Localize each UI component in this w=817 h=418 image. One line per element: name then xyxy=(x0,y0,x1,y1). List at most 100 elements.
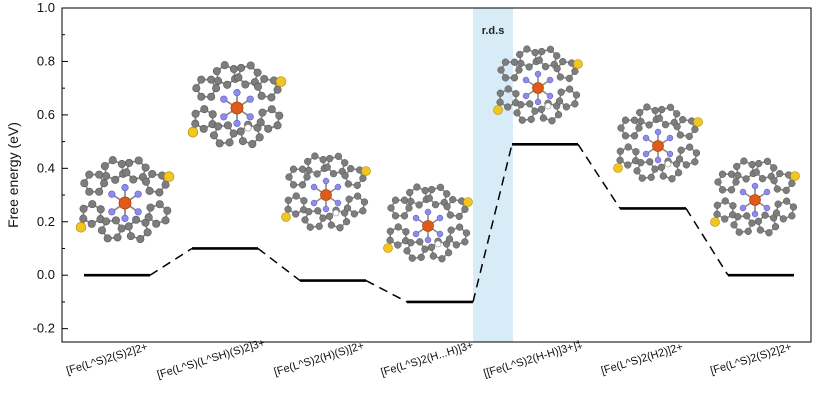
carbon-atom xyxy=(155,200,164,209)
carbon-atom xyxy=(124,222,133,231)
molecule-image xyxy=(710,157,800,237)
nitrogen-atom xyxy=(134,190,142,198)
carbon-atom xyxy=(407,197,415,206)
carbon-atom xyxy=(527,115,535,123)
carbon-atom xyxy=(267,93,276,102)
carbon-atom xyxy=(386,227,394,235)
carbon-atom xyxy=(771,223,780,231)
nitrogen-atom xyxy=(424,236,432,244)
carbon-atom xyxy=(658,105,666,114)
y-tick-label: 0.6 xyxy=(37,107,55,122)
carbon-atom xyxy=(734,213,742,221)
carbon-atom xyxy=(496,89,504,97)
plot-frame xyxy=(61,7,812,343)
carbon-atom xyxy=(209,131,218,140)
carbon-atom xyxy=(85,187,94,196)
carbon-atom xyxy=(512,90,520,98)
carbon-atom xyxy=(143,228,152,237)
y-tick-label: 0.8 xyxy=(37,53,55,68)
nitrogen-atom xyxy=(134,208,142,216)
carbon-atom xyxy=(661,121,670,129)
carbon-atom xyxy=(79,204,88,213)
iron-atom xyxy=(320,189,332,201)
carbon-atom xyxy=(161,180,170,189)
nitrogen-atom xyxy=(642,134,650,142)
nitrogen-atom xyxy=(534,70,542,78)
carbon-atom xyxy=(537,105,546,113)
carbon-atom xyxy=(142,177,151,186)
iron-atom xyxy=(652,140,664,152)
sulfur-atom xyxy=(790,171,800,181)
carbon-atom xyxy=(359,174,367,183)
carbon-atom xyxy=(516,50,524,59)
carbon-atom xyxy=(146,203,155,212)
carbon-atom xyxy=(117,224,126,233)
sulfur-atom xyxy=(281,212,291,222)
carbon-atom xyxy=(734,171,742,180)
carbon-atom xyxy=(234,73,243,82)
carbon-atom xyxy=(415,201,423,209)
carbon-atom xyxy=(462,229,471,237)
nitrogen-atom xyxy=(246,95,254,103)
carbon-atom xyxy=(416,238,424,246)
molecular-structure-images xyxy=(75,45,800,263)
carbon-atom xyxy=(100,162,109,171)
carbon-atom xyxy=(443,202,451,211)
nitrogen-atom xyxy=(642,150,650,158)
rds-label: r.d.s xyxy=(482,25,505,37)
carbon-atom xyxy=(624,143,632,151)
nitrogen-atom xyxy=(412,214,420,222)
sulfur-atom xyxy=(163,171,175,182)
sulfur-atom xyxy=(710,217,720,227)
carbon-atom xyxy=(289,165,298,173)
category-label-group: [Fe(L^S)2(S)2]2+ xyxy=(65,341,149,377)
nitrogen-atom xyxy=(522,76,530,84)
molecule-image xyxy=(493,45,583,125)
carbon-atom xyxy=(145,186,154,195)
carbon-atom xyxy=(132,215,141,224)
carbon-atom xyxy=(659,172,668,180)
carbon-atom xyxy=(455,223,464,231)
nitrogen-atom xyxy=(522,92,530,100)
carbon-atom xyxy=(727,170,736,178)
carbon-atom xyxy=(253,68,262,77)
carbon-atom xyxy=(535,56,543,64)
carbon-atom xyxy=(334,152,343,160)
carbon-atom xyxy=(144,213,153,222)
carbon-atom xyxy=(359,207,367,215)
carbon-atom xyxy=(315,222,323,230)
carbon-atom xyxy=(229,129,238,138)
y-tick-label: 0.2 xyxy=(37,214,55,229)
carbon-atom xyxy=(220,61,229,70)
carbon-atom xyxy=(197,75,206,84)
nitrogen-atom xyxy=(310,183,318,191)
molecule-image xyxy=(613,103,703,183)
sulfur-atom xyxy=(493,105,503,115)
carbon-atom xyxy=(292,210,300,218)
carbon-atom xyxy=(531,48,539,57)
connector-line xyxy=(365,279,408,303)
carbon-atom xyxy=(341,159,349,167)
carbon-atom xyxy=(79,214,88,223)
carbon-atom xyxy=(788,212,796,220)
carbon-atom xyxy=(425,194,433,202)
y-axis: -0.20.00.20.40.60.81.0 xyxy=(33,0,68,336)
carbon-atom xyxy=(406,188,414,197)
hydrogen-atom xyxy=(664,160,672,168)
carbon-atom xyxy=(285,173,293,181)
carbon-atom xyxy=(403,247,411,255)
carbon-atom xyxy=(102,171,111,180)
carbon-atom xyxy=(126,232,135,241)
carbon-atom xyxy=(215,139,224,148)
carbon-atom xyxy=(637,117,645,126)
sulfur-atom xyxy=(75,221,87,233)
carbon-atom xyxy=(248,140,257,149)
carbon-atom xyxy=(400,196,409,204)
nitrogen-atom xyxy=(220,113,228,121)
sulfur-atom xyxy=(187,126,199,138)
category-label-group: [Fe(L^S)2(H...H)]3+ xyxy=(379,339,474,379)
connector-line xyxy=(149,247,193,276)
carbon-atom xyxy=(314,207,322,215)
carbon-atom xyxy=(223,80,232,89)
molecule-image xyxy=(281,152,371,232)
